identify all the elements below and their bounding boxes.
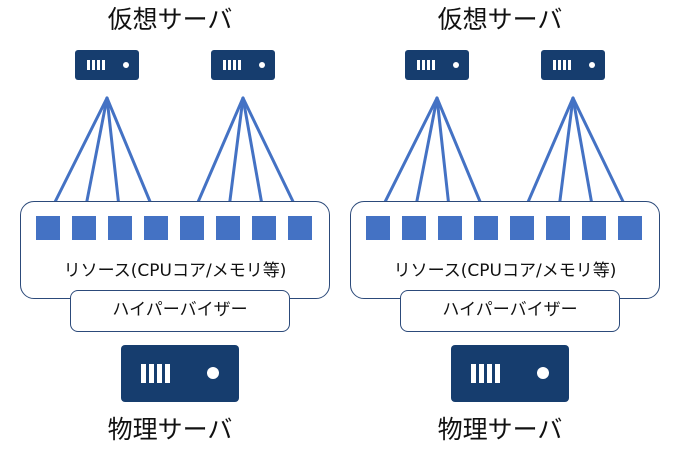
- physical-server-title: 物理サーバ: [107, 415, 233, 444]
- virtual-server-icon: [75, 50, 139, 80]
- resource-block: [618, 216, 642, 240]
- resource-block: [474, 216, 498, 240]
- resource-block: [402, 216, 426, 240]
- resource-block: [252, 216, 276, 240]
- physical-server-icon: [121, 345, 239, 402]
- resource-block: [180, 216, 204, 240]
- resource-label: リソース(CPUコア/メモリ等): [63, 261, 287, 281]
- resource-block: [36, 216, 60, 240]
- resource-block: [366, 216, 390, 240]
- virtualization-diagram-right: 仮想サーバ リソース(CPUコア/メモリ等) ハイパーバイザー 物理サーバ: [330, 0, 670, 455]
- resource-block: [438, 216, 462, 240]
- virtual-server-icon: [541, 50, 605, 80]
- resource-pool-box: [20, 201, 330, 299]
- resource-block: [288, 216, 312, 240]
- virtual-server-title: 仮想サーバ: [107, 5, 233, 34]
- virtualization-diagram-left: 仮想サーバ リソース(CPUコア/メモリ等) ハイパーバイザー 物理サーバ: [20, 5, 330, 444]
- connection-lines: [46, 96, 302, 218]
- virtual-server-icon: [405, 50, 469, 80]
- hypervisor-box: ハイパーバイザー: [70, 290, 290, 332]
- resource-label: リソース(CPUコア/メモリ等): [393, 261, 617, 281]
- resource-block: [72, 216, 96, 240]
- physical-server-icon: [451, 345, 569, 402]
- resource-block: [108, 216, 132, 240]
- resource-block: [216, 216, 240, 240]
- resource-pool-box: [350, 201, 660, 299]
- resource-block: [144, 216, 168, 240]
- resource-block: [582, 216, 606, 240]
- connection-lines: [376, 96, 632, 218]
- virtual-server-title: 仮想サーバ: [437, 5, 563, 34]
- physical-server-title: 物理サーバ: [437, 415, 563, 444]
- virtual-server-icon: [211, 50, 275, 80]
- resource-block: [510, 216, 534, 240]
- hypervisor-box: ハイパーバイザー: [400, 290, 620, 332]
- resource-block: [546, 216, 570, 240]
